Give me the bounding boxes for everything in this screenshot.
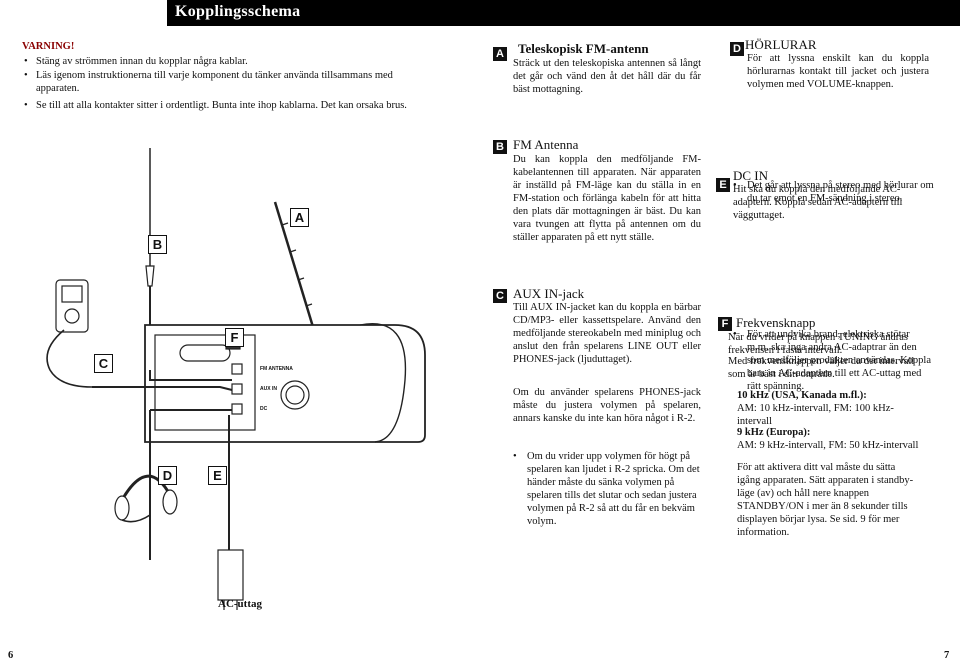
dc-jack-label: DC [260,406,268,412]
section-d-badge: D [730,42,744,56]
section-f-badge: F [718,317,732,331]
warning-heading: VARNING! [22,41,75,52]
diagram-label-f: F [225,328,244,347]
section-e-badge: E [716,178,730,192]
page-number-left: 6 [8,650,14,661]
diagram-drawing [46,148,426,610]
diagram-label-c: C [94,354,113,373]
section-c-text: Till AUX IN-jacket kan du koppla en bärb… [513,302,701,365]
section-c-badge: C [493,289,507,303]
fm-antenna-jack-label: FM ANTENNA [260,366,293,372]
section-d: D [730,39,744,57]
section-b-title: FM Antenna [513,137,579,152]
connection-diagram: B A F C D E FM ANTENNA AUX IN DC AC-utta… [20,140,480,630]
section-b: B [493,137,507,155]
section-d-text: För att lyssna enskilt kan du koppla hör… [747,53,929,90]
title-bar: Kopplingsschema [167,0,960,26]
section-b-text: Du kan koppla den medföljande FM-kabelan… [513,154,701,243]
section-a-badge: A [493,47,507,61]
section-b-badge: B [493,140,507,154]
section-c-note: Om du använder spelarens PHONES-jack mås… [513,387,701,424]
section-d-bullet: Det går att lyssna på stereo med hörlura… [733,179,943,205]
section-a-title: Teleskopisk FM-antenn [518,41,649,56]
section-e-bullet: För att undvika brand, elektriska stötar… [733,328,933,393]
section-c: C [493,286,507,304]
warning-item: Läs igenom instruktionerna till varje ko… [22,69,427,96]
diagram-label-b: B [148,235,167,254]
warning-item: Se till att alla kontakter sitter i orde… [22,99,427,113]
section-c-title: AUX IN-jack [513,286,585,301]
section-f-eu-value: AM: 9 kHz-intervall, FM: 50 kHz-interval… [737,440,919,451]
section-a-text: Sträck ut den teleskopiska antennen så l… [513,58,701,95]
section-e: E [716,175,730,193]
section-e-title: DC IN [733,168,769,183]
ac-outlet-caption: AC-uttag [218,598,262,610]
section-f-text: När du vrider på knappen TUNING ändras f… [728,332,908,356]
section-f-us-value: AM: 10 kHz-intervall, FM: 100 kHz-interv… [737,403,894,427]
page-title: Kopplingsschema [175,3,301,20]
section-f-text2: Med frekvensknappen väljer du det interv… [728,356,915,380]
section-f-text3: För att aktivera ditt val måste du sätta… [737,462,914,538]
section-c-bullet: Om du vrider upp volymen för högt på spe… [513,450,701,528]
section-f-eu-heading: 9 kHz (Europa): [737,427,811,438]
section-f-title: Frekvensknapp [736,315,816,330]
section-f: F [718,314,732,332]
warning-item: Stäng av strömmen innan du kopplar några… [22,55,427,69]
section-d-title: HÖRLURAR [745,37,817,52]
diagram-label-a: A [290,208,309,227]
aux-in-jack-label: AUX IN [260,386,277,392]
page-number-right: 7 [944,650,950,661]
diagram-label-e: E [208,466,227,485]
section-e-text: Hit ska du koppla den medföljande AC-ada… [733,184,903,221]
section-a: A [493,44,507,62]
section-f-us-heading: 10 kHz (USA, Kanada m.fl.): [737,390,867,401]
diagram-label-d: D [158,466,177,485]
warning-list: Stäng av strömmen innan du kopplar några… [22,55,427,112]
